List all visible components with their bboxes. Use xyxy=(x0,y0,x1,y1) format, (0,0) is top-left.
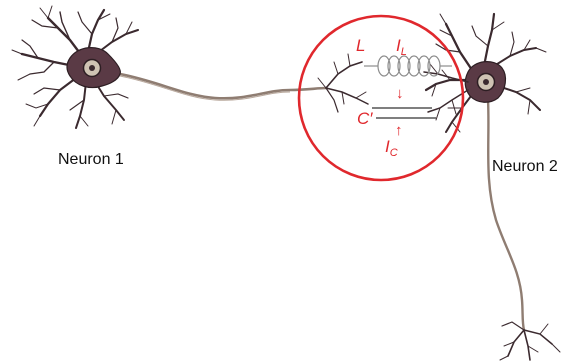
axon-2-terminals xyxy=(500,322,560,360)
capacitor-current-label: IC xyxy=(385,137,398,159)
capacitor-plates xyxy=(372,108,436,118)
neuron-2-label: Neuron 2 xyxy=(492,158,558,175)
axon-1 xyxy=(120,74,326,98)
capacitor-current-arrow: ↑ xyxy=(395,122,403,139)
neuron-2-nucleolus xyxy=(483,79,489,85)
synapse-highlight-circle xyxy=(299,16,463,180)
inductor-coil xyxy=(364,56,452,76)
neuron-1-nucleolus xyxy=(89,65,95,71)
inductor-current-label: IL xyxy=(396,36,407,58)
inductor-label: L xyxy=(356,36,365,55)
inductor-current-sub: L xyxy=(401,46,407,58)
neuron-1-label: Neuron 1 xyxy=(58,151,124,168)
axon-2 xyxy=(488,100,524,330)
neuron-1 xyxy=(12,6,138,128)
capacitor-current-sub: C xyxy=(390,147,398,159)
inductor-current-arrow: ↓ xyxy=(396,85,404,102)
synaptic-terminals xyxy=(318,54,368,112)
capacitor-label: C′ xyxy=(357,109,373,128)
